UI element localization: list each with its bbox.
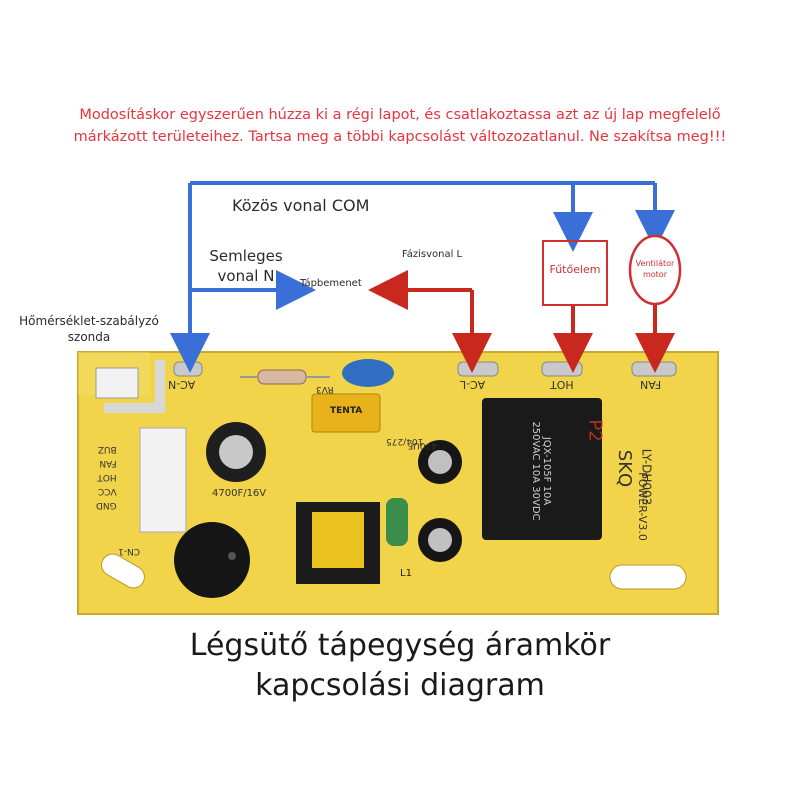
pin-fan: FAN bbox=[99, 458, 117, 468]
components bbox=[95, 359, 602, 598]
phase-line-label: Fázisvonal L bbox=[401, 249, 463, 260]
temp-probe-label: Hőmérséklet-szabályzó szonda bbox=[19, 314, 159, 344]
varistor bbox=[342, 359, 394, 387]
heater-label: Fűtőelem bbox=[549, 263, 601, 276]
heater-box bbox=[542, 240, 608, 306]
terminal-ac-n bbox=[173, 361, 203, 377]
caption-line-2: kapcsolási diagram bbox=[255, 668, 545, 703]
relay-text: JQX-105F 10A 250VAC 10A 30VDC bbox=[530, 421, 552, 521]
fan-label: FAN bbox=[640, 378, 662, 391]
ac-n-label: AC-N bbox=[168, 378, 196, 391]
mount-slot-left bbox=[101, 553, 145, 589]
power-input-label: Tápbemenet bbox=[300, 278, 362, 289]
pin-gnd: GND bbox=[96, 500, 117, 510]
capacitor-label: 4700F/16V bbox=[212, 488, 267, 499]
tenta-label: TENTA bbox=[330, 406, 363, 416]
buzzer bbox=[174, 522, 250, 598]
fan-motor-ellipse bbox=[628, 234, 682, 306]
inductor-label: L1 bbox=[400, 568, 412, 579]
mount-slot-right bbox=[609, 564, 687, 590]
x-capacitor bbox=[311, 393, 381, 433]
fan-motor-label: Ventilátor motor bbox=[635, 259, 675, 279]
red-wires bbox=[368, 270, 675, 373]
cn-label: CN-1 bbox=[118, 546, 140, 556]
brand-mark: SKQ bbox=[614, 449, 636, 488]
inductor bbox=[386, 498, 408, 546]
hot-label: HOT bbox=[550, 378, 574, 391]
caption-line-1: Légsütő tápegység áramkör bbox=[189, 628, 611, 663]
resistor-label: RV3 bbox=[316, 384, 334, 394]
probe-connector bbox=[95, 367, 139, 399]
connector-pin-labels: GND VCC HOT FAN BUZ bbox=[96, 442, 117, 512]
warning-line-2: márkázott területeihez. Tartsa meg a töb… bbox=[73, 129, 727, 145]
com-line-label: Közös vonal COM bbox=[232, 196, 370, 215]
terminal-fan bbox=[631, 361, 677, 377]
neutral-line-label: Semleges vonal N bbox=[209, 247, 283, 285]
warning-line-1: Modosításkor egyszerűen húzza ki a régi … bbox=[79, 107, 721, 123]
terminal-hot bbox=[541, 361, 583, 377]
relay bbox=[482, 398, 602, 540]
version-label: POWER-V3.0 bbox=[635, 472, 649, 541]
connector-strip bbox=[139, 427, 187, 533]
probe-lead bbox=[104, 360, 165, 413]
terminal-ac-l bbox=[457, 361, 499, 377]
pin-buz: BUZ bbox=[97, 444, 117, 454]
pin-vcc: VCC bbox=[97, 486, 117, 496]
resistor bbox=[257, 369, 307, 385]
blue-wires bbox=[170, 181, 675, 373]
ac-l-label: AC-L bbox=[460, 378, 486, 391]
pin-hot: HOT bbox=[97, 472, 117, 482]
p-mark: P2 bbox=[584, 419, 606, 442]
warning-text: Modosításkor egyszerűen húzza ki a régi … bbox=[20, 104, 780, 148]
varistor-label: 104/275 bbox=[386, 436, 424, 446]
